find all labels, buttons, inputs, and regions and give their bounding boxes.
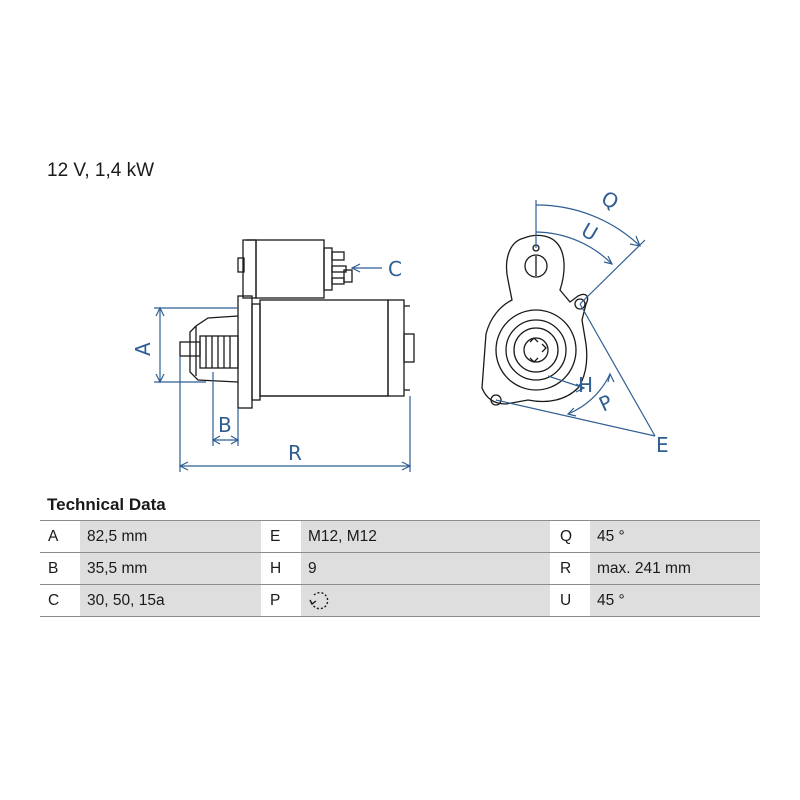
label-b: B [218,413,232,437]
value-h: 9 [301,552,550,585]
value-q: 45 ° [590,520,760,553]
label-u: U [577,218,602,246]
key-h: H [261,552,301,585]
motor-body [259,299,389,397]
key-p: P [261,584,301,617]
value-r: max. 241 mm [590,552,760,585]
key-e: E [261,520,301,553]
label-e: E [656,433,669,457]
value-p [301,584,550,617]
label-h: H [578,373,593,397]
table-row: C 30, 50, 15a P U 45 ° [40,584,760,617]
technical-data-table: A 82,5 mm E M12, M12 Q 45 ° B 35,5 mm H … [40,520,760,617]
front-view [481,234,589,406]
value-b: 35,5 mm [80,552,261,585]
label-c: C [388,257,402,281]
mounting-pilot [495,309,577,391]
technical-data-heading: Technical Data [47,495,166,514]
label-a: A [131,342,155,356]
key-q: Q [550,520,590,553]
value-a: 82,5 mm [80,520,261,553]
label-p: P [595,390,616,417]
value-u: 45 ° [590,584,760,617]
key-c: C [40,584,80,617]
side-view [179,239,415,409]
label-r: R [288,441,302,465]
shaft-tip [179,341,201,357]
value-c: 30, 50, 15a [80,584,261,617]
rotation-direction-icon [309,591,329,609]
key-a: A [40,520,80,553]
key-u: U [550,584,590,617]
table-row: B 35,5 mm H 9 R max. 241 mm [40,552,760,585]
mounting-flange [237,295,253,409]
table-row: A 82,5 mm E M12, M12 Q 45 ° [40,520,760,553]
end-housing [481,234,589,405]
label-q: Q [597,186,623,215]
solenoid-body [255,239,325,299]
front-dimensions [495,200,656,437]
drive-housing [189,315,239,383]
pinion-gear [523,337,549,363]
spec-line: 12 V, 1,4 kW [47,160,155,181]
key-r: R [550,552,590,585]
starter-motor-drawing: A B C R Q U H P E [131,186,669,472]
key-b: B [40,552,80,585]
value-e: M12, M12 [301,520,550,553]
dimension-labels: A B C R Q U H P E [131,186,669,465]
side-dimensions [154,263,412,472]
